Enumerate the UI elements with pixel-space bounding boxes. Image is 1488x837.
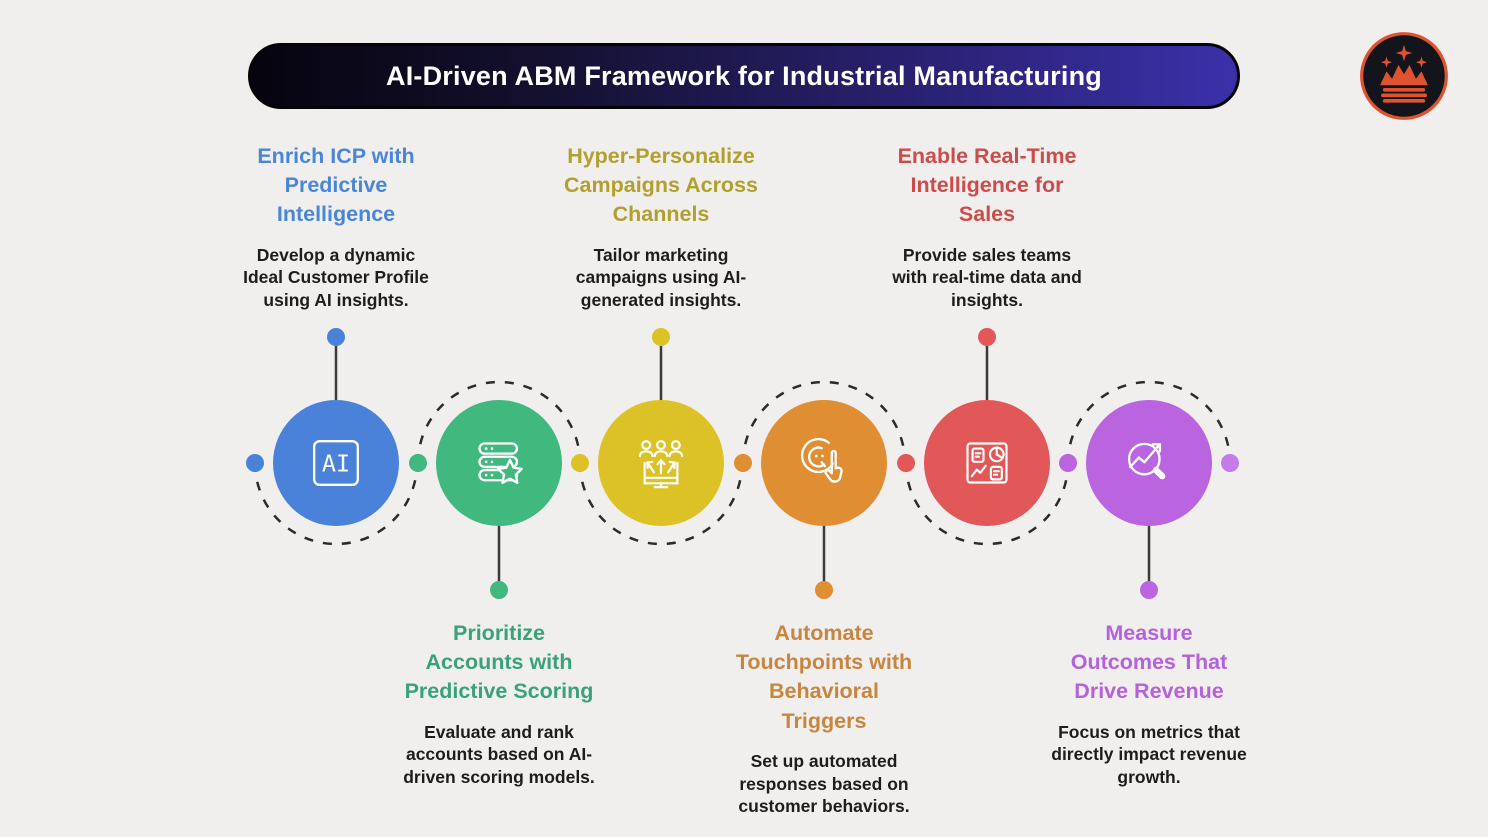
connector-dot	[1059, 454, 1077, 472]
crown-mountain-logo	[1358, 30, 1450, 122]
ai-chip-icon: AI	[312, 439, 360, 487]
dashed-arc	[904, 462, 1070, 546]
step-3-circle	[598, 400, 724, 526]
touch-interaction-icon	[800, 437, 843, 483]
step-1-title: Enrich ICP with Predictive Intelligence	[257, 144, 415, 227]
crown-icon	[1360, 32, 1448, 120]
step-6-text: Measure Outcomes That Drive Revenue Focu…	[1024, 619, 1274, 789]
dashed-arc	[416, 380, 582, 464]
anchor-dot	[490, 581, 508, 599]
anchor-dot	[327, 328, 345, 346]
dashed-arc	[253, 462, 419, 546]
dashed-wave-path	[253, 380, 1232, 546]
connector-dot	[734, 454, 752, 472]
step-1-description: Develop a dynamic Ideal Customer Profile…	[243, 244, 429, 311]
step-4-description: Set up automated responses based on cust…	[738, 750, 910, 817]
connector-dot	[409, 454, 427, 472]
step-3-text: Hyper-Personalize Campaigns Across Chann…	[536, 142, 786, 312]
step-anchor-dots	[327, 328, 1158, 599]
dashed-arc	[741, 380, 907, 464]
step-3-title: Hyper-Personalize Campaigns Across Chann…	[564, 144, 758, 227]
step-4-circle	[761, 400, 887, 526]
dashed-arc	[1066, 380, 1232, 464]
svg-text:AI: AI	[322, 450, 350, 478]
step-6-circle	[1086, 400, 1212, 526]
step-4-title: Automate Touchpoints with Behavioral Tri…	[735, 621, 913, 733]
database-star-icon	[478, 442, 523, 484]
step-2-title: Prioritize Accounts with Predictive Scor…	[404, 621, 594, 704]
audience-broadcast-icon	[638, 440, 684, 489]
step-5-title: Enable Real-Time Intelligence for Sales	[897, 144, 1077, 227]
anchor-dot	[978, 328, 996, 346]
title-banner: AI-Driven ABM Framework for Industrial M…	[248, 43, 1240, 109]
connector-dot	[571, 454, 589, 472]
step-5-description: Provide sales teams with real-time data …	[892, 244, 1082, 311]
page-title: AI-Driven ABM Framework for Industrial M…	[386, 60, 1102, 91]
step-5-circle	[924, 400, 1050, 526]
step-1-circle: AI	[273, 400, 399, 526]
connector-lines	[334, 346, 1151, 581]
anchor-dot	[652, 328, 670, 346]
anchor-dot	[815, 581, 833, 599]
connector-dot	[246, 454, 264, 472]
step-6-title: Measure Outcomes That Drive Revenue	[1070, 621, 1228, 704]
dashed-arc	[578, 462, 744, 546]
step-2-text: Prioritize Accounts with Predictive Scor…	[374, 619, 624, 789]
step-4-text: Automate Touchpoints with Behavioral Tri…	[699, 619, 949, 818]
wave-endpoint-dots	[246, 454, 1239, 472]
step-3-description: Tailor marketing campaigns using AI- gen…	[575, 244, 747, 311]
trend-search-icon	[1127, 442, 1166, 480]
step-2-circle	[436, 400, 562, 526]
step-6-description: Focus on metrics that directly impact re…	[1051, 721, 1247, 788]
step-5-text: Enable Real-Time Intelligence for Sales …	[862, 142, 1112, 312]
step-1-text: Enrich ICP with Predictive Intelligence …	[211, 142, 461, 312]
step-2-description: Evaluate and rank accounts based on AI- …	[403, 721, 595, 788]
connector-dot	[1221, 454, 1239, 472]
anchor-dot	[1140, 581, 1158, 599]
connector-dot	[897, 454, 915, 472]
dashboard-analytics-icon	[966, 442, 1008, 484]
